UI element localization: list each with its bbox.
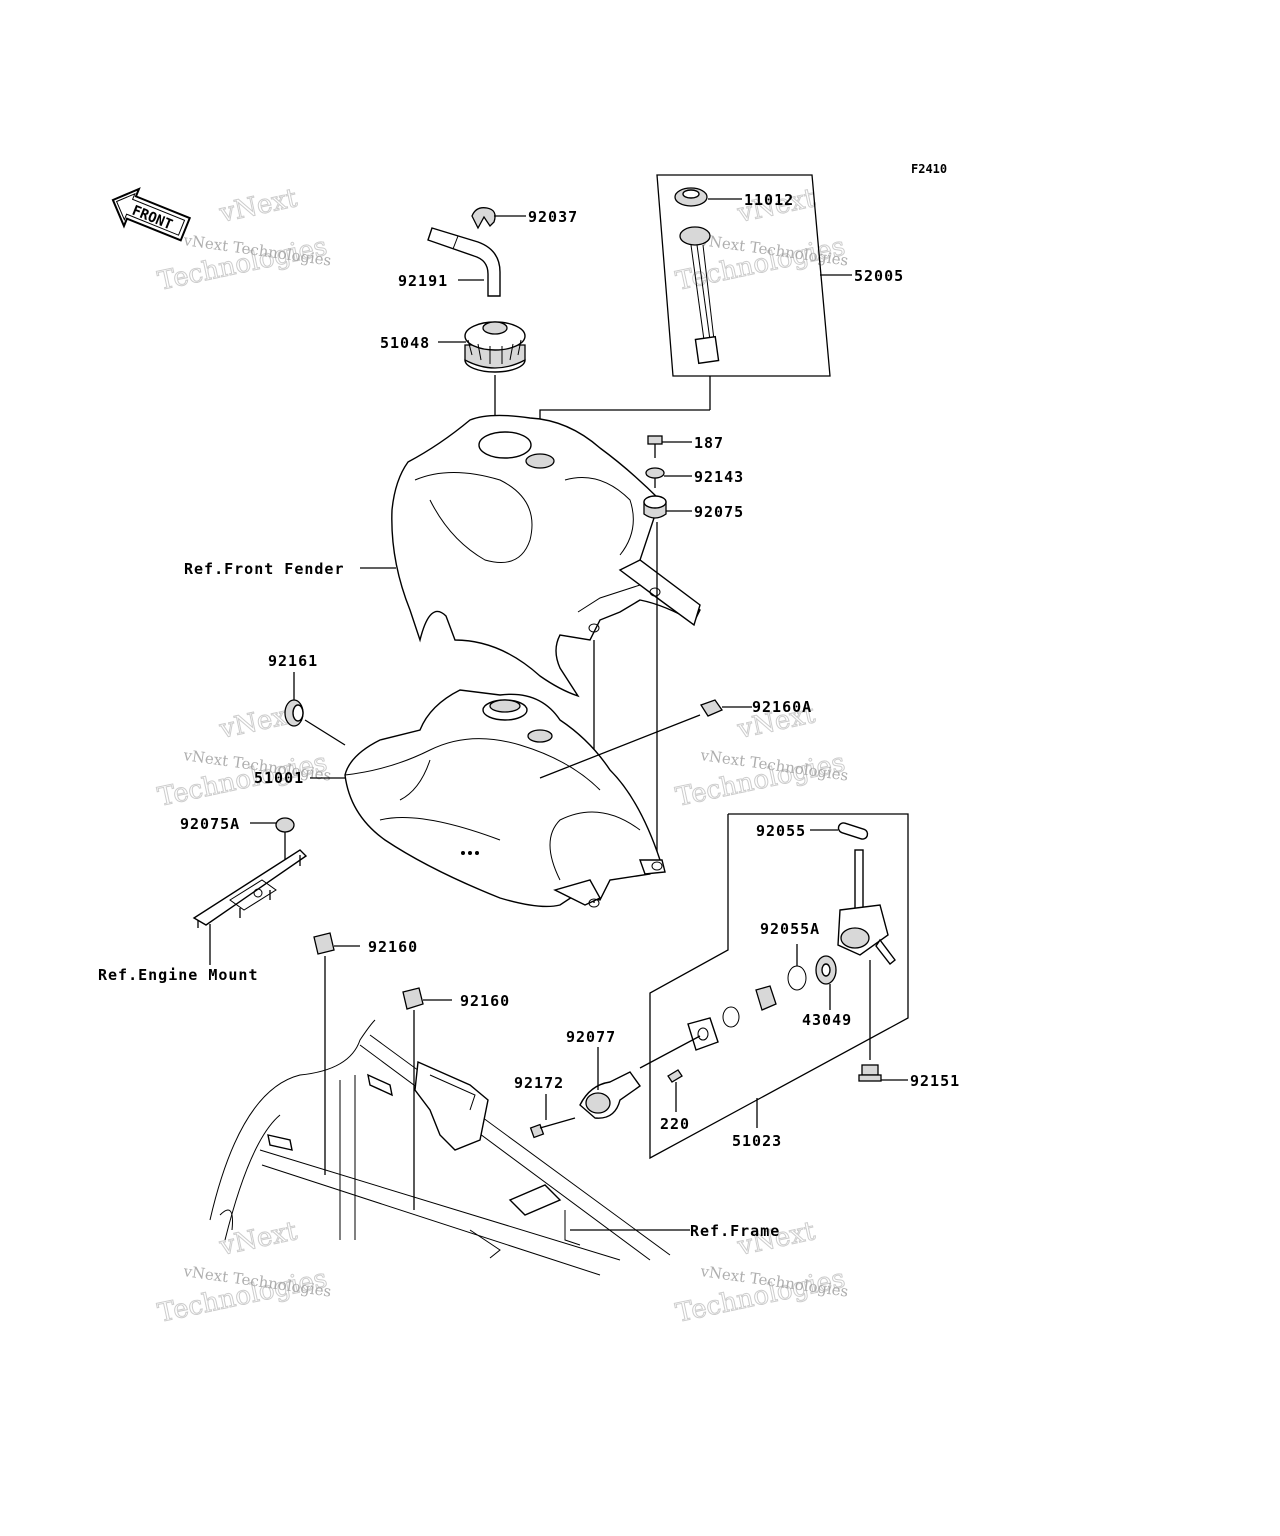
engine-mount: [192, 849, 308, 965]
bolt-187: [647, 435, 692, 458]
label-187: 187: [694, 434, 724, 452]
clamp-92037: [471, 207, 496, 230]
fuel-cap-51048: [464, 321, 526, 445]
fuel-tank-51001: [310, 689, 701, 908]
watermark-bottom-left: vNext Technologies vNext Technologies: [155, 1216, 333, 1330]
svg-text:vNext: vNext: [216, 1216, 300, 1262]
label-92143: 92143: [694, 468, 744, 486]
label-51048: 51048: [380, 334, 430, 352]
cushion-92075A: [250, 817, 295, 870]
label-92055A: 92055A: [760, 920, 820, 938]
label-92151: 92151: [910, 1072, 960, 1090]
label-92160-right: 92160: [460, 992, 510, 1010]
diagram-code: F2410: [911, 162, 947, 176]
label-ref-engine-mount: Ref.Engine Mount: [98, 966, 259, 984]
front-arrow-icon: FRONT: [111, 187, 192, 242]
watermark-mid-left: vNext Technologies vNext Technologies: [155, 699, 333, 814]
svg-text:vNext: vNext: [216, 183, 300, 229]
label-92075: 92075: [694, 503, 744, 521]
frame: [209, 1019, 690, 1276]
pad-92160A: [700, 699, 752, 717]
label-51001: 51001: [254, 769, 304, 787]
label-92172: 92172: [514, 1074, 564, 1092]
fuel-cock-assembly: [529, 813, 909, 1160]
label-11012: 11012: [744, 191, 794, 209]
label-92075A: 92075A: [180, 815, 240, 833]
label-92055: 92055: [756, 822, 806, 840]
grommet-92161: [284, 672, 346, 746]
clip-92160-right: [402, 987, 452, 1210]
fuel-gauge-assembly: [539, 174, 831, 458]
label-220: 220: [660, 1115, 690, 1133]
watermark-mid-right: vNext Technologies vNext Technologies: [673, 699, 850, 814]
label-ref-front-fender: Ref.Front Fender: [184, 560, 345, 578]
label-52005: 52005: [854, 267, 904, 285]
label-51023: 51023: [732, 1132, 782, 1150]
label-92160A: 92160A: [752, 698, 812, 716]
label-92161: 92161: [268, 652, 318, 670]
label-92037: 92037: [528, 208, 578, 226]
clip-92160-left: [313, 932, 360, 1175]
label-92077: 92077: [566, 1028, 616, 1046]
label-92160-left: 92160: [368, 938, 418, 956]
label-43049: 43049: [802, 1011, 852, 1029]
label-92191: 92191: [398, 272, 448, 290]
watermark-top-left: vNext Technologies vNext Technologies: [155, 183, 333, 298]
label-ref-frame: Ref.Frame: [690, 1222, 780, 1240]
washer-92143: [645, 467, 692, 488]
hose-92191: [427, 227, 501, 297]
front-fender: [360, 414, 701, 698]
